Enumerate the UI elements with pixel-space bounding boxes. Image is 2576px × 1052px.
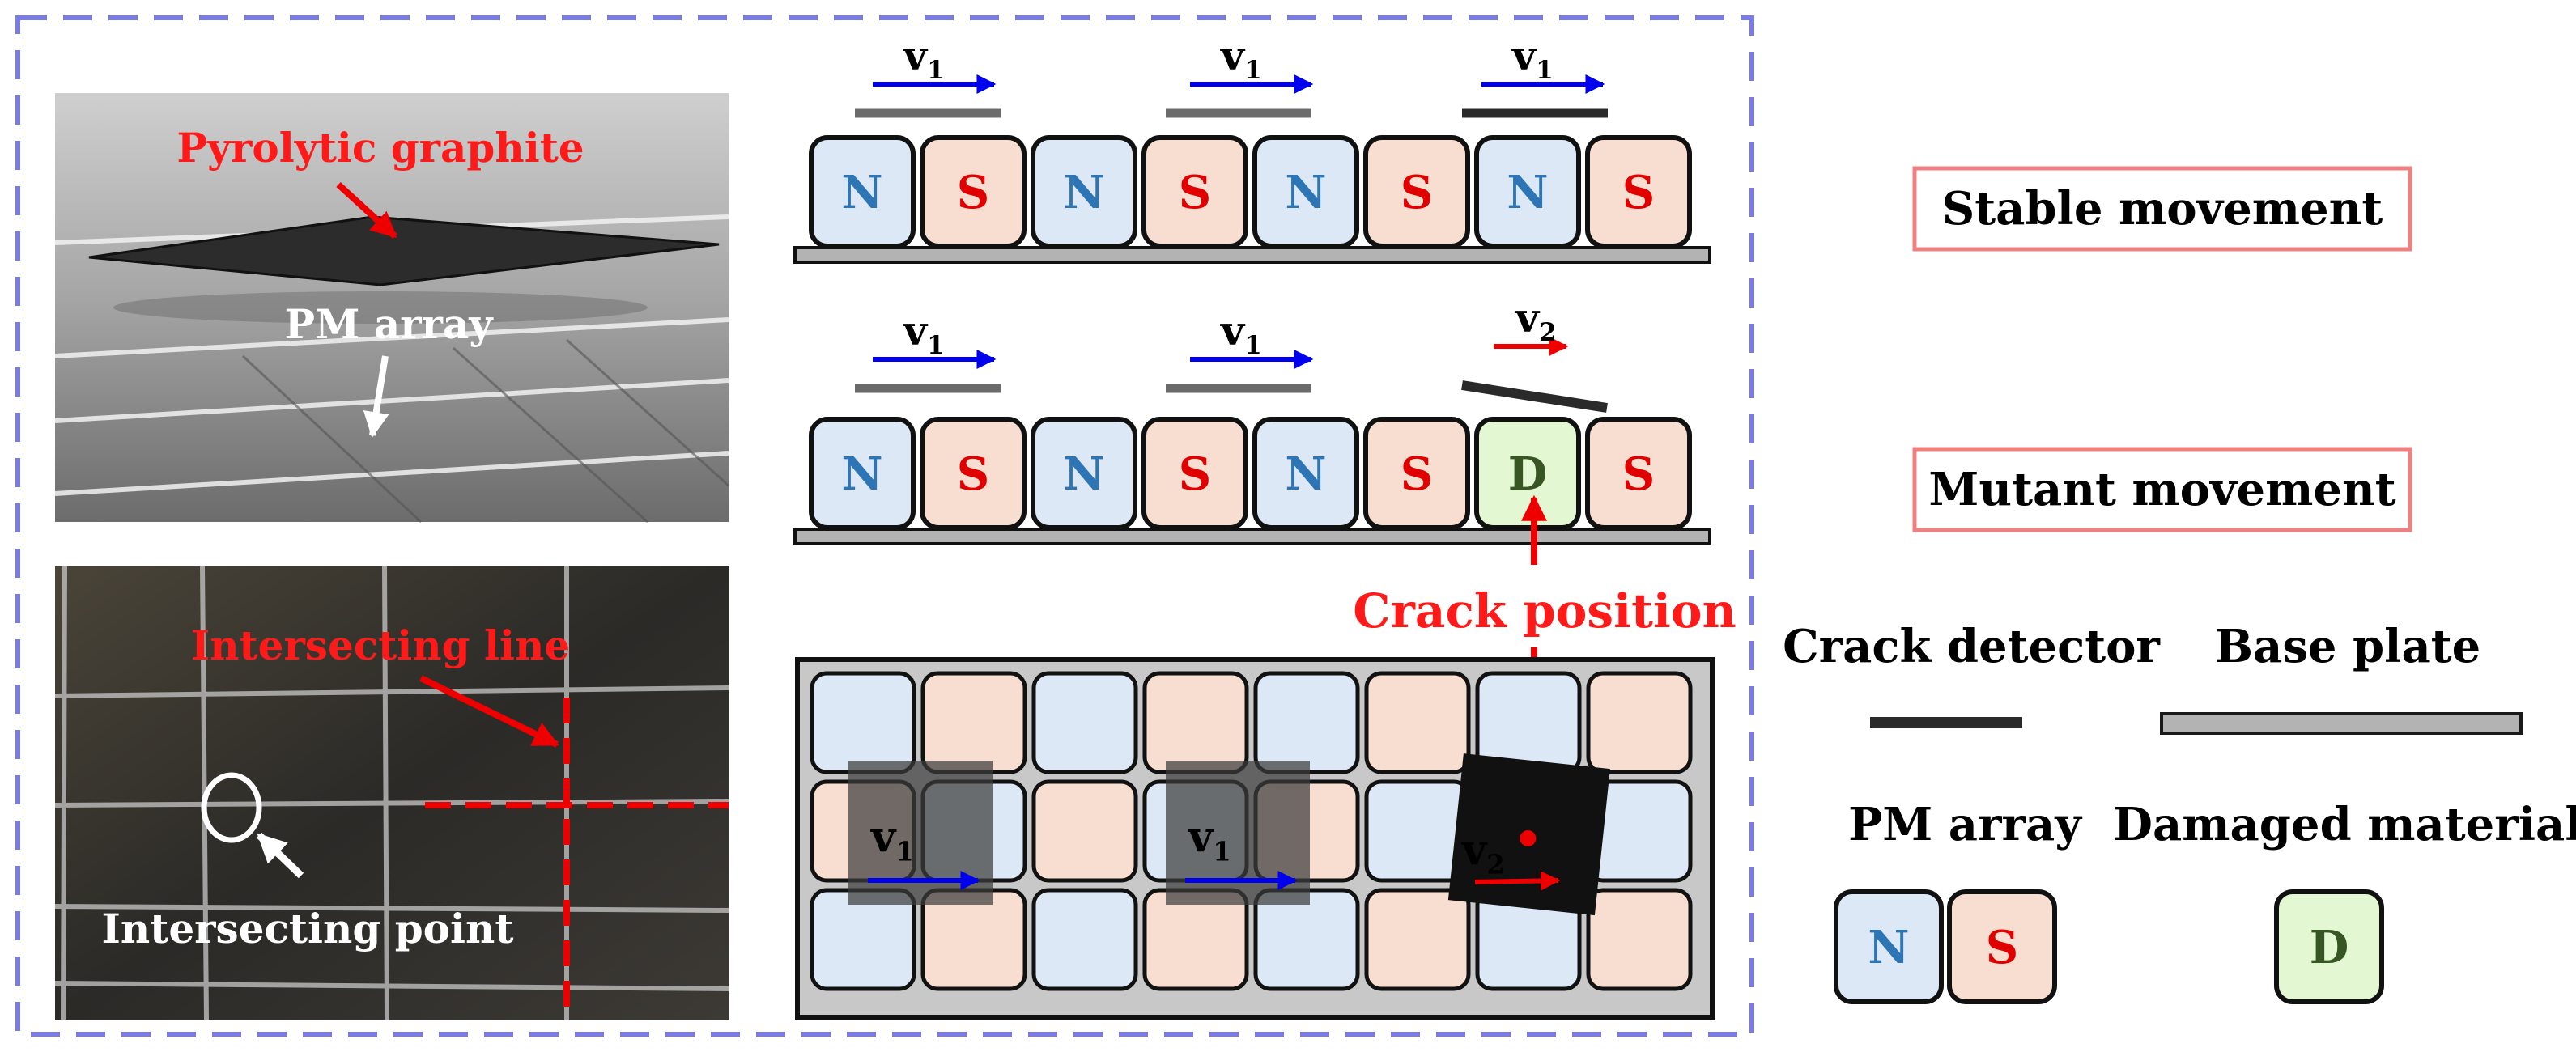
magnet-row-stable: N S N S N S N Sv1 v1 v1 xyxy=(793,32,1711,264)
label-intersecting-point: Intersecting point xyxy=(102,905,514,952)
magnet-cell-label: N xyxy=(1063,448,1104,501)
grid-cell xyxy=(810,888,916,991)
legend-base-plate-text: Base plate xyxy=(2215,620,2480,673)
arrow-to-intersecting-line xyxy=(419,675,559,748)
legend-damaged-swatch: D xyxy=(2274,889,2384,1004)
legend-crack-detector-text: Crack detector xyxy=(1783,620,2161,673)
crack-point xyxy=(1520,829,1537,846)
grid-cell xyxy=(1364,888,1471,991)
magnet-cell-label: S xyxy=(1179,166,1211,219)
photo-levitation: Pyrolytic graphite PM array xyxy=(54,93,730,524)
velocity-label: v1 xyxy=(1220,307,1262,360)
legend-north-cell-label: N xyxy=(1868,921,1909,974)
magnet-cell-label: S xyxy=(957,448,989,501)
magnet-cell-label: S xyxy=(957,166,989,219)
grid-cell xyxy=(1031,671,1138,774)
magnet-cell-label: N xyxy=(1285,448,1326,501)
graphite-block xyxy=(848,761,993,905)
velocity-label: v1 xyxy=(1220,32,1262,85)
magnet-cell-label: N xyxy=(1507,166,1548,219)
graphite-sheet xyxy=(88,215,720,286)
velocity-label: v1 xyxy=(903,307,945,360)
magnet-cell-label: N xyxy=(841,166,882,219)
grid-cell xyxy=(1586,671,1693,774)
magnet-row-mutant: N S N S N S D Sv1 v1 v2 xyxy=(793,294,1711,545)
grid-cell xyxy=(1364,671,1471,774)
arrow-to-graphite xyxy=(336,182,397,239)
base-plate xyxy=(793,246,1711,264)
grid-cell xyxy=(1031,888,1138,991)
magnet-cell-label: D xyxy=(1508,448,1548,501)
velocity-label: v1 xyxy=(1511,32,1554,85)
magnet-cell-label: N xyxy=(1063,166,1104,219)
grid-velocity-arrow xyxy=(1474,871,1561,891)
label-pm-array: PM array xyxy=(285,300,495,348)
dashed-frame xyxy=(15,15,1754,1037)
legend-damaged-cell xyxy=(2274,889,2384,1004)
legend-pm-array-text: PM array xyxy=(1848,798,2082,851)
grid-cell xyxy=(920,671,1027,774)
label-intersecting-line: Intersecting line xyxy=(191,621,570,669)
grid-cell xyxy=(1142,888,1249,991)
magnet-cell-label: S xyxy=(1622,448,1655,501)
grid-cell xyxy=(1253,671,1360,774)
label-pyrolytic-graphite: Pyrolytic graphite xyxy=(176,124,584,172)
legend-damaged-text: Damaged material xyxy=(2113,798,2576,851)
grid-velocity-label: v2 xyxy=(1461,825,1505,880)
arrow-to-pm-array xyxy=(363,355,389,439)
grid-cell xyxy=(1586,888,1693,991)
legend-south-cell xyxy=(1947,889,2057,1004)
pm-array-top-view: v1 v1 v2 xyxy=(795,657,1715,1020)
velocity-label: v1 xyxy=(903,32,945,85)
grid-cell xyxy=(1142,671,1249,774)
grid-cell xyxy=(1253,888,1360,991)
magnet-cell-label: S xyxy=(1179,448,1211,501)
legend-damaged-cell-label: D xyxy=(2310,921,2349,974)
magnet-cell-label: N xyxy=(1285,166,1326,219)
grid-cell xyxy=(920,888,1027,991)
graphite-block-damaged xyxy=(1447,753,1610,916)
base-plate xyxy=(793,528,1711,545)
crack-detector xyxy=(1461,380,1608,413)
legend: Stable movement Mutant movement Crack de… xyxy=(1783,166,2576,1004)
magnet-cell-label: N xyxy=(841,448,882,501)
legend-stable-text: Stable movement xyxy=(1942,182,2383,235)
grid-cell xyxy=(1031,779,1138,883)
magnet-cell-label: S xyxy=(1401,166,1433,219)
legend-stable-box xyxy=(1912,166,2412,252)
intersecting-point-circle xyxy=(201,772,262,843)
legend-north-cell xyxy=(1834,889,1944,1004)
graphite-block xyxy=(1166,761,1310,905)
grid-velocity-label: v1 xyxy=(870,812,914,867)
velocity-label: v2 xyxy=(1515,294,1557,347)
magnet-cell-label: S xyxy=(1622,166,1655,219)
grid-velocity-label: v1 xyxy=(1188,812,1231,867)
arrow-to-intersecting-point xyxy=(256,832,304,879)
legend-base-plate-swatch xyxy=(2160,712,2523,735)
legend-mutant-text: Mutant movement xyxy=(1928,463,2395,516)
legend-south-cell-label: S xyxy=(1986,921,2018,974)
photo-intersecting: Intersecting line Intersecting point xyxy=(54,566,729,1020)
magnet-cell-label: S xyxy=(1401,448,1433,501)
legend-mutant-box xyxy=(1912,447,2412,532)
grid-cell xyxy=(810,671,916,774)
crack-position-label: Crack position xyxy=(1353,583,1736,638)
